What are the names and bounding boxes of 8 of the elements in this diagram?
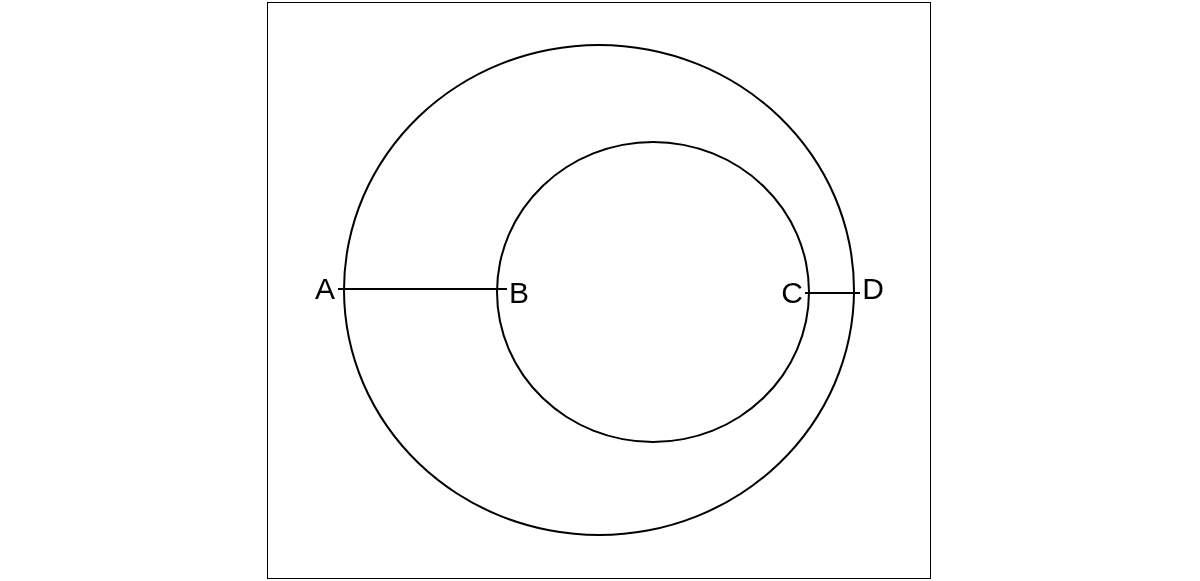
point-label: B xyxy=(507,278,531,308)
line-segment xyxy=(337,288,508,290)
line-segment xyxy=(804,292,861,294)
circle-outline xyxy=(496,141,810,443)
point-label: A xyxy=(312,274,338,304)
point-label: D xyxy=(860,274,886,304)
point-label: C xyxy=(779,278,805,308)
circle-outline xyxy=(343,44,855,536)
